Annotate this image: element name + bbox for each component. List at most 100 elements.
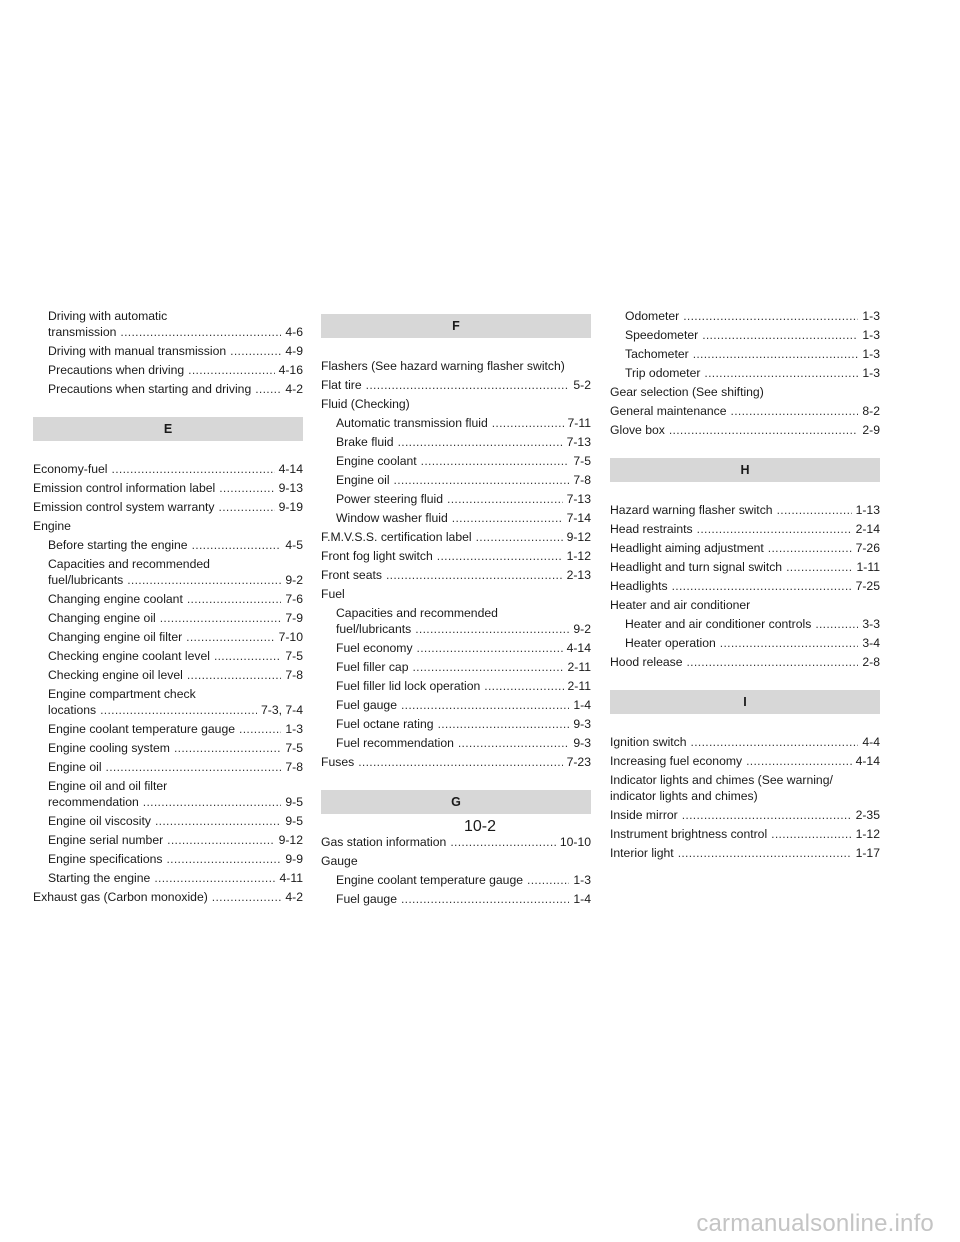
index-entry-row: General maintenance8-2 [610, 403, 880, 419]
index-entry: Gear selection (See shifting) [610, 384, 880, 400]
dot-leader [527, 872, 569, 888]
index-entry: Driving with automatictransmission4-6 [33, 308, 303, 340]
index-entry-row: transmission4-6 [48, 324, 303, 340]
index-entry-term: Flashers (See hazard warning flasher swi… [321, 359, 565, 373]
index-entry: Brake fluid7-13 [321, 434, 591, 450]
index-entry-page: 7-13 [566, 435, 591, 449]
index-entry-term: Headlight aiming adjustment [610, 541, 764, 555]
index-entry-term: F.M.V.S.S. certification label [321, 530, 472, 544]
index-entry: Heater and air conditioner [610, 597, 880, 613]
index-entry-term: Checking engine oil level [48, 668, 183, 682]
dot-leader [815, 616, 858, 632]
index-entry-term: Changing engine coolant [48, 592, 183, 606]
index-entry-term: Changing engine oil filter [48, 630, 183, 644]
watermark: carmanualsonline.info [696, 1210, 934, 1237]
page-number: 10-2 [463, 818, 497, 835]
index-entry-page: 1-3 [862, 328, 880, 342]
section-header-g: G [321, 790, 591, 814]
index-entry: Emission control system warranty9-19 [33, 499, 303, 515]
index-entry: Emission control information label9-13 [33, 480, 303, 496]
index-entry-term: Front fog light switch [321, 549, 433, 563]
index-entry-row: Gauge [321, 853, 591, 869]
index-entry-row: F.M.V.S.S. certification label 9-12 [321, 529, 591, 545]
index-entry-term: Engine oil viscosity [48, 814, 151, 828]
index-entry: Flat tire5-2 [321, 377, 591, 393]
index-entry-row: Headlights7-25 [610, 578, 880, 594]
index-entry: Tachometer1-3 [610, 346, 880, 362]
dot-leader [143, 794, 282, 810]
index-entry-term: Engine coolant [336, 454, 417, 468]
dot-leader [239, 721, 281, 737]
index-entry: Fluid (Checking) [321, 396, 591, 412]
index-entry-page: 2-8 [862, 655, 880, 669]
index-entry-term: Engine specifications [48, 852, 163, 866]
index-entry-page: 4-14 [855, 754, 880, 768]
index-entry-term: Odometer [625, 309, 680, 323]
dot-leader [746, 753, 851, 769]
index-entry: Window washer fluid7-14 [321, 510, 591, 526]
index-entry-page: 7-5 [573, 454, 591, 468]
index-entry-term: Front seats [321, 568, 382, 582]
index-entry-row: Checking engine coolant level7-5 [48, 648, 303, 664]
index-entry-term: Automatic transmission fluid [336, 416, 488, 430]
dot-leader [421, 453, 570, 469]
index-entry: Fuses7-23 [321, 754, 591, 770]
index-entry-page: 2-11 [567, 679, 592, 693]
index-entry-row: Head restraints2-14 [610, 521, 880, 537]
index-entry-row: Trip odometer1-3 [625, 365, 880, 381]
dot-leader [786, 559, 852, 575]
dot-leader [683, 308, 858, 324]
index-entry: Heater and air conditioner controls3-3 [610, 616, 880, 632]
dot-leader [691, 734, 859, 750]
index-entry-term: Hood release [610, 655, 683, 669]
index-entry-term: Glove box [610, 423, 665, 437]
index-entry-page: 9-12 [278, 833, 303, 847]
index-entry-term: Headlights [610, 579, 668, 593]
index-entry-page: 7-13 [566, 492, 591, 506]
index-entry: Engine coolant 7-5 [321, 453, 591, 469]
dot-leader [450, 834, 556, 850]
index-entry-term: Headlight and turn signal switch [610, 560, 783, 574]
index-entry-page: 1-3 [573, 873, 591, 887]
dot-leader [777, 502, 852, 518]
dot-leader [687, 654, 859, 670]
index-entry-row: Odometer1-3 [625, 308, 880, 324]
index-entry-page: 9-12 [566, 530, 591, 544]
index-entry-term: Heater and air conditioner [610, 598, 751, 612]
index-entry: Fuel gauge1-4 [321, 891, 591, 907]
index-entry-term: Engine serial number [48, 833, 164, 847]
dot-leader [693, 346, 859, 362]
index-entry-row: Engine [33, 518, 303, 534]
index-entry: Driving with manual transmission4-9 [33, 343, 303, 359]
index-entry: Precautions when starting and driving4-2 [33, 381, 303, 397]
dot-leader [484, 678, 563, 694]
index-entry: Headlight aiming adjustment7-26 [610, 540, 880, 556]
index-entry-term: Fuses [321, 755, 355, 769]
index-entry: Hazard warning flasher switch1-13 [610, 502, 880, 518]
dot-leader [106, 759, 282, 775]
index-entry: Gauge [321, 853, 591, 869]
index-entry: Engine compartment checklocations7-3, 7-… [33, 686, 303, 718]
dot-leader [476, 529, 563, 545]
index-entry-row: Precautions when driving4-16 [48, 362, 303, 378]
index-entry: Increasing fuel economy4-14 [610, 753, 880, 769]
index-entry-page: 1-13 [855, 503, 880, 517]
index-entry-term: Tachometer [625, 347, 689, 361]
index-entry-row: Before starting the engine4-5 [48, 537, 303, 553]
index-entry: Engine oil7-8 [33, 759, 303, 775]
index-entry-page: 1-17 [855, 846, 880, 860]
index-entry-row: Exhaust gas (Carbon monoxide)4-2 [33, 889, 303, 905]
index-entry-row: Engine coolant temperature gauge1-3 [336, 872, 591, 888]
index-entry-term: fuel/lubricants [48, 573, 124, 587]
index-entry-term: Speedometer [625, 328, 699, 342]
index-entry-page: 7-5 [285, 649, 303, 663]
dot-leader [188, 362, 274, 378]
index-entry-term: Fluid (Checking) [321, 397, 410, 411]
index-entry-term: Trip odometer [625, 366, 701, 380]
index-entry-row: Engine coolant temperature gauge1-3 [48, 721, 303, 737]
index-entry: F.M.V.S.S. certification label 9-12 [321, 529, 591, 545]
index-entry-row: Front fog light switch1-12 [321, 548, 591, 564]
